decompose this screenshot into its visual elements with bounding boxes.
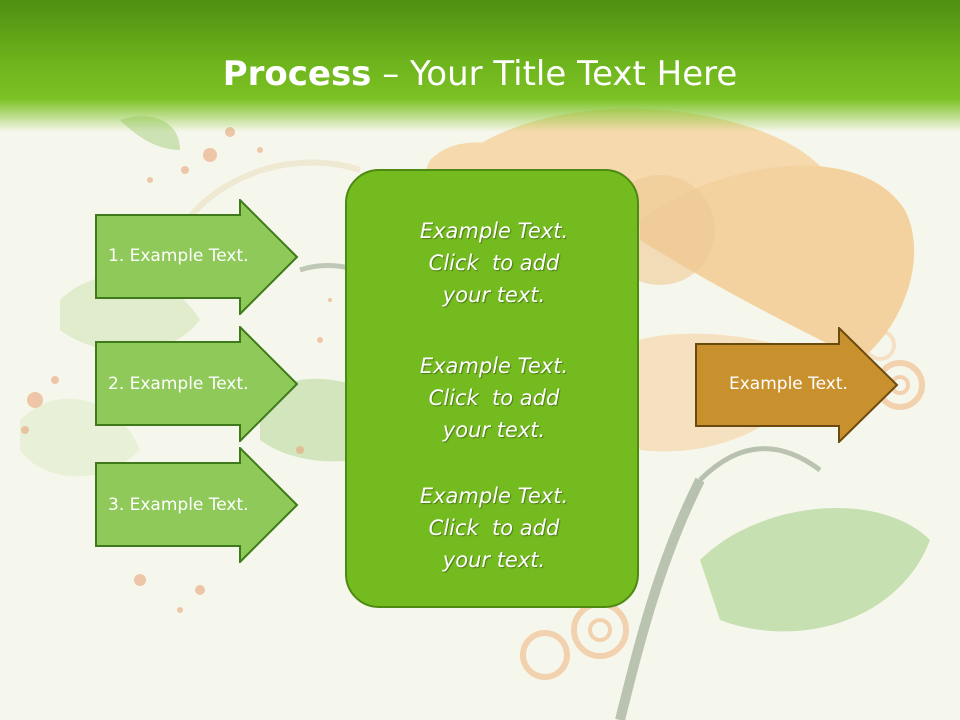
- output-label: Example Text.: [729, 374, 848, 394]
- center-block-3-line2: Click to add: [428, 516, 560, 540]
- title-rest: – Your Title Text Here: [371, 54, 738, 94]
- title-bar: [0, 0, 960, 132]
- center-process-box[interactable]: Example Text. Click to add your text. Ex…: [345, 169, 639, 608]
- center-block-2: Example Text. Click to add your text.: [347, 350, 641, 446]
- center-block-1: Example Text. Click to add your text.: [347, 215, 641, 311]
- center-block-1-line3: your text.: [442, 283, 546, 307]
- step-arrow-1[interactable]: [95, 199, 300, 315]
- center-block-2-line1: Example Text.: [419, 354, 569, 378]
- output-arrow[interactable]: [695, 327, 900, 443]
- step-arrow-3[interactable]: [95, 447, 300, 563]
- step-arrow-2[interactable]: [95, 326, 300, 442]
- center-block-1-line2: Click to add: [428, 251, 560, 275]
- step-label-3: 3. Example Text.: [108, 495, 249, 515]
- center-block-1-line1: Example Text.: [419, 219, 569, 243]
- step-label-2: 2. Example Text.: [108, 374, 249, 394]
- center-block-2-line3: your text.: [442, 418, 546, 442]
- center-block-3-line1: Example Text.: [419, 484, 569, 508]
- center-block-3: Example Text. Click to add your text.: [347, 480, 641, 576]
- center-block-2-line2: Click to add: [428, 386, 560, 410]
- slide-title[interactable]: Process – Your Title Text Here: [0, 52, 960, 96]
- center-block-3-line3: your text.: [442, 548, 546, 572]
- step-label-1: 1. Example Text.: [108, 246, 249, 266]
- splatter-decoration: [21, 127, 332, 613]
- title-bold: Process: [222, 54, 372, 94]
